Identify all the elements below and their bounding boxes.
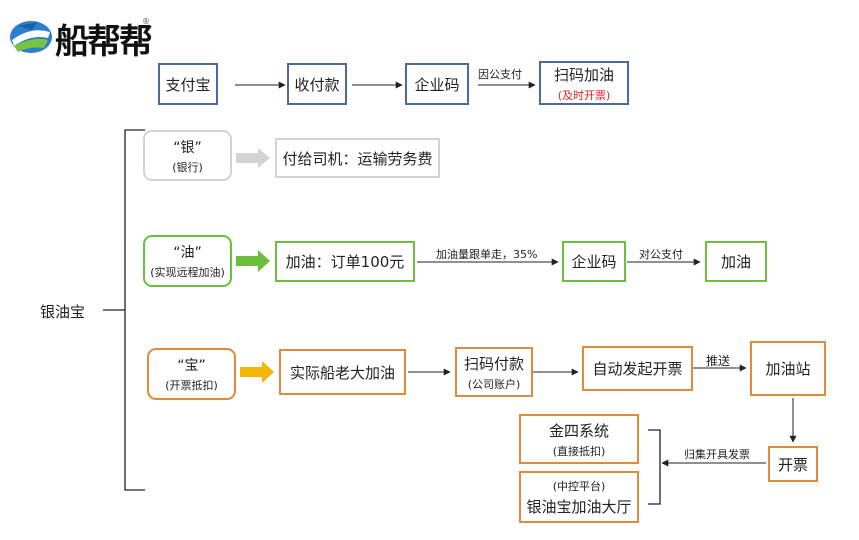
collect-box: 收付款 (287, 63, 347, 105)
invoice-label: 开票 (777, 455, 808, 474)
bao-fat-arrow (240, 361, 274, 383)
yin-target-label: 付给司机：运输劳务费 (282, 149, 433, 168)
yin-box: “银” (银行) (143, 130, 232, 181)
collect-invoice-label: 归集开具发票 (684, 448, 750, 461)
actual-fuel-box: 实际船老大加油 (279, 349, 406, 395)
hall-sub: (中控平台) (552, 479, 606, 493)
auto-invoice-label: 自动发起开票 (592, 360, 683, 378)
invoice-now-label: (及时开票) (557, 88, 611, 102)
scan-pay-sub: (公司账户) (467, 377, 521, 391)
yin-fat-arrow (236, 148, 270, 168)
you-fuel-label: 加油 (720, 253, 751, 271)
alipay-box: 支付宝 (158, 63, 218, 105)
bao-title: “宝” (177, 358, 206, 374)
bao-box: “宝” (开票抵扣) (147, 348, 236, 400)
you-corp-code-label: 企业码 (571, 253, 617, 271)
hall-box: (中控平台) 银油宝加油大厅 (519, 471, 639, 523)
you-fuel-box: 加油 (705, 241, 767, 282)
scan-pay-box: 扫码付款 (公司账户) (455, 347, 533, 397)
golden-tax-sub: (直接抵扣) (552, 444, 606, 458)
yin-title: “银” (173, 139, 202, 156)
station-label: 加油站 (765, 360, 811, 378)
golden-tax-label: 金四系统 (548, 421, 609, 440)
invoice-box: 开票 (768, 446, 818, 482)
collect-label: 收付款 (294, 75, 340, 94)
corp-code-label: 企业码 (414, 75, 460, 94)
push-label: 推送 (706, 354, 731, 368)
you-pay-label: 对公支付 (639, 248, 683, 261)
root-label: 银油宝 (40, 303, 86, 321)
station-box: 加油站 (750, 341, 826, 396)
actual-fuel-label: 实际船老大加油 (289, 363, 395, 382)
you-title: “油” (173, 245, 202, 261)
auto-invoice-box: 自动发起开票 (582, 346, 693, 391)
you-order-box: 加油：订单100元 (275, 241, 415, 282)
bao-sub: (开票抵扣) (165, 379, 218, 392)
you-box: “油” (实现远程加油) (143, 235, 232, 287)
you-fat-arrow (236, 250, 270, 272)
hall-label: 银油宝加油大厅 (526, 497, 632, 516)
alipay-label: 支付宝 (165, 75, 211, 94)
scan-fuel-label: 扫码加油 (553, 65, 614, 84)
scan-fuel-box: 扫码加油 (及时开票) (539, 61, 629, 105)
you-corp-code-box: 企业码 (562, 241, 626, 282)
output-bracket (648, 429, 661, 505)
corp-code-box: 企业码 (405, 63, 469, 105)
logo-reg-mark: ® (142, 17, 150, 26)
follow-label: 加油量跟单走，35% (436, 248, 538, 261)
you-order-label: 加油：订单100元 (285, 253, 405, 271)
you-sub: (实现远程加油) (150, 266, 225, 279)
ship-logo-icon (10, 21, 52, 53)
yin-target-box: 付给司机：运输劳务费 (275, 138, 440, 178)
scan-pay-label: 扫码付款 (463, 354, 524, 373)
root-bracket (124, 129, 145, 491)
pay-label-top: 因公支付 (478, 68, 522, 81)
logo-text: 船帮帮 (55, 22, 153, 62)
yin-sub: (银行) (172, 160, 203, 174)
golden-tax-box: 金四系统 (直接抵扣) (519, 414, 639, 464)
